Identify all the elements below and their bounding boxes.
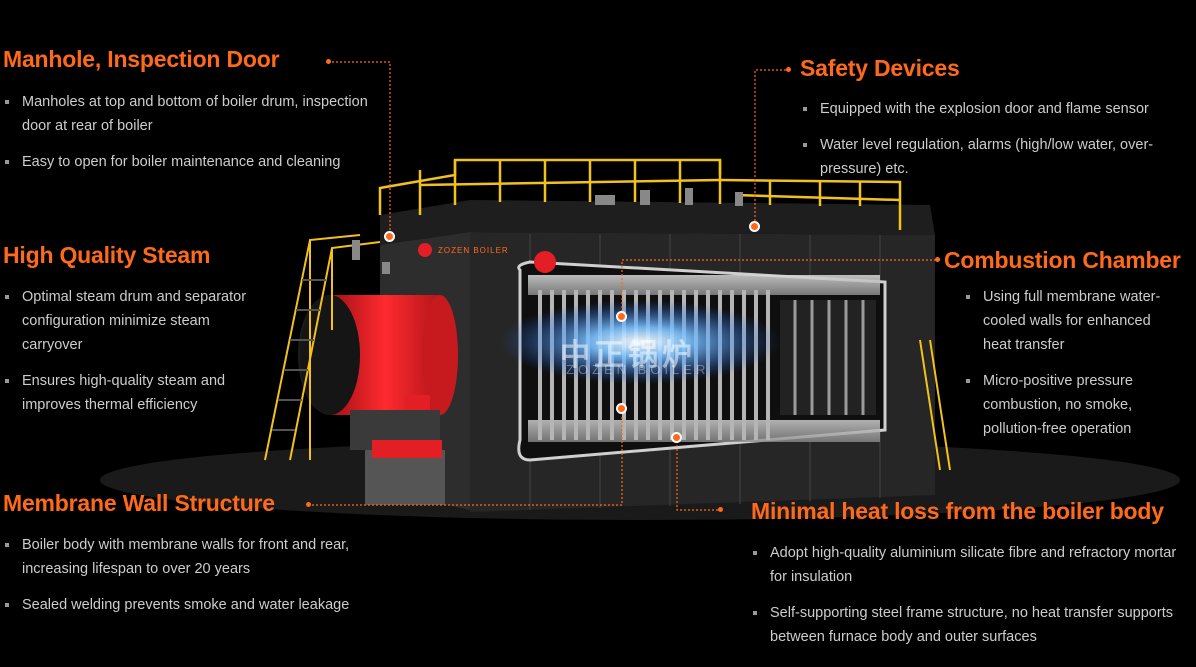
burner	[298, 295, 458, 505]
membrane-list: Boiler body with membrane walls for fron…	[2, 533, 402, 629]
steam-item: Ensures high-quality steam and improves …	[2, 369, 262, 417]
membrane-item: Sealed welding prevents smoke and water …	[2, 593, 402, 617]
boiler-top	[380, 200, 935, 245]
heatloss-item: Adopt high-quality aluminium silicate fi…	[750, 541, 1180, 589]
brand-watermark: 中正锅炉	[560, 339, 696, 372]
steam-title: High Quality Steam	[3, 242, 211, 268]
stair-treads	[272, 279, 326, 431]
combustion-title: Combustion Chamber	[944, 247, 1181, 273]
top-valves	[352, 188, 743, 274]
safety-list: Equipped with the explosion door and fla…	[800, 97, 1196, 193]
manhole-item: Manholes at top and bottom of boiler dru…	[2, 90, 372, 138]
front-logo	[418, 243, 432, 257]
top-railing	[378, 158, 902, 230]
manhole-title: Manhole, Inspection Door	[3, 46, 280, 72]
heading-dot-membrane	[306, 502, 311, 507]
steam-list: Optimal steam drum and separator configu…	[2, 285, 262, 429]
hotspot-safety[interactable]	[749, 221, 760, 232]
flame	[500, 300, 780, 384]
safety-item: Water level regulation, alarms (high/low…	[800, 133, 1170, 181]
safety-title: Safety Devices	[800, 55, 960, 81]
body-plate-text: ZOZEN BOILER	[438, 246, 509, 255]
brand-watermark-sub: ZOZEN BOILER	[566, 362, 710, 377]
manhole-item: Easy to open for boiler maintenance and …	[2, 150, 372, 174]
hotspot-membrane[interactable]	[616, 403, 627, 414]
membrane-title: Membrane Wall Structure	[3, 490, 275, 516]
membrane-item: Boiler body with membrane walls for fron…	[2, 533, 402, 581]
manhole-list: Manholes at top and bottom of boiler dru…	[2, 90, 372, 186]
combustion-item: Using full membrane water-cooled walls f…	[963, 285, 1163, 357]
safety-item: Equipped with the explosion door and fla…	[800, 97, 1196, 121]
heading-dot-heatloss	[718, 507, 723, 512]
hotspot-heatloss[interactable]	[671, 432, 682, 443]
heading-dot-safety	[786, 67, 791, 72]
body-logo	[534, 251, 556, 273]
hotspot-manhole[interactable]	[384, 231, 395, 242]
leader-lines	[312, 61, 940, 511]
heatloss-list: Adopt high-quality aluminium silicate fi…	[750, 541, 1180, 661]
heading-dot-combustion	[935, 257, 940, 262]
combustion-item: Micro-positive pressure combustion, no s…	[963, 369, 1163, 441]
heading-dot-manhole	[326, 59, 331, 64]
stairs	[264, 234, 381, 461]
rear-ladder	[919, 339, 951, 471]
heatloss-item: Self-supporting steel frame structure, n…	[750, 601, 1180, 649]
heatloss-title: Minimal heat loss from the boiler body	[751, 498, 1164, 524]
combustion-list: Using full membrane water-cooled walls f…	[963, 285, 1163, 453]
hotspot-combustion[interactable]	[616, 311, 627, 322]
steam-item: Optimal steam drum and separator configu…	[2, 285, 262, 357]
